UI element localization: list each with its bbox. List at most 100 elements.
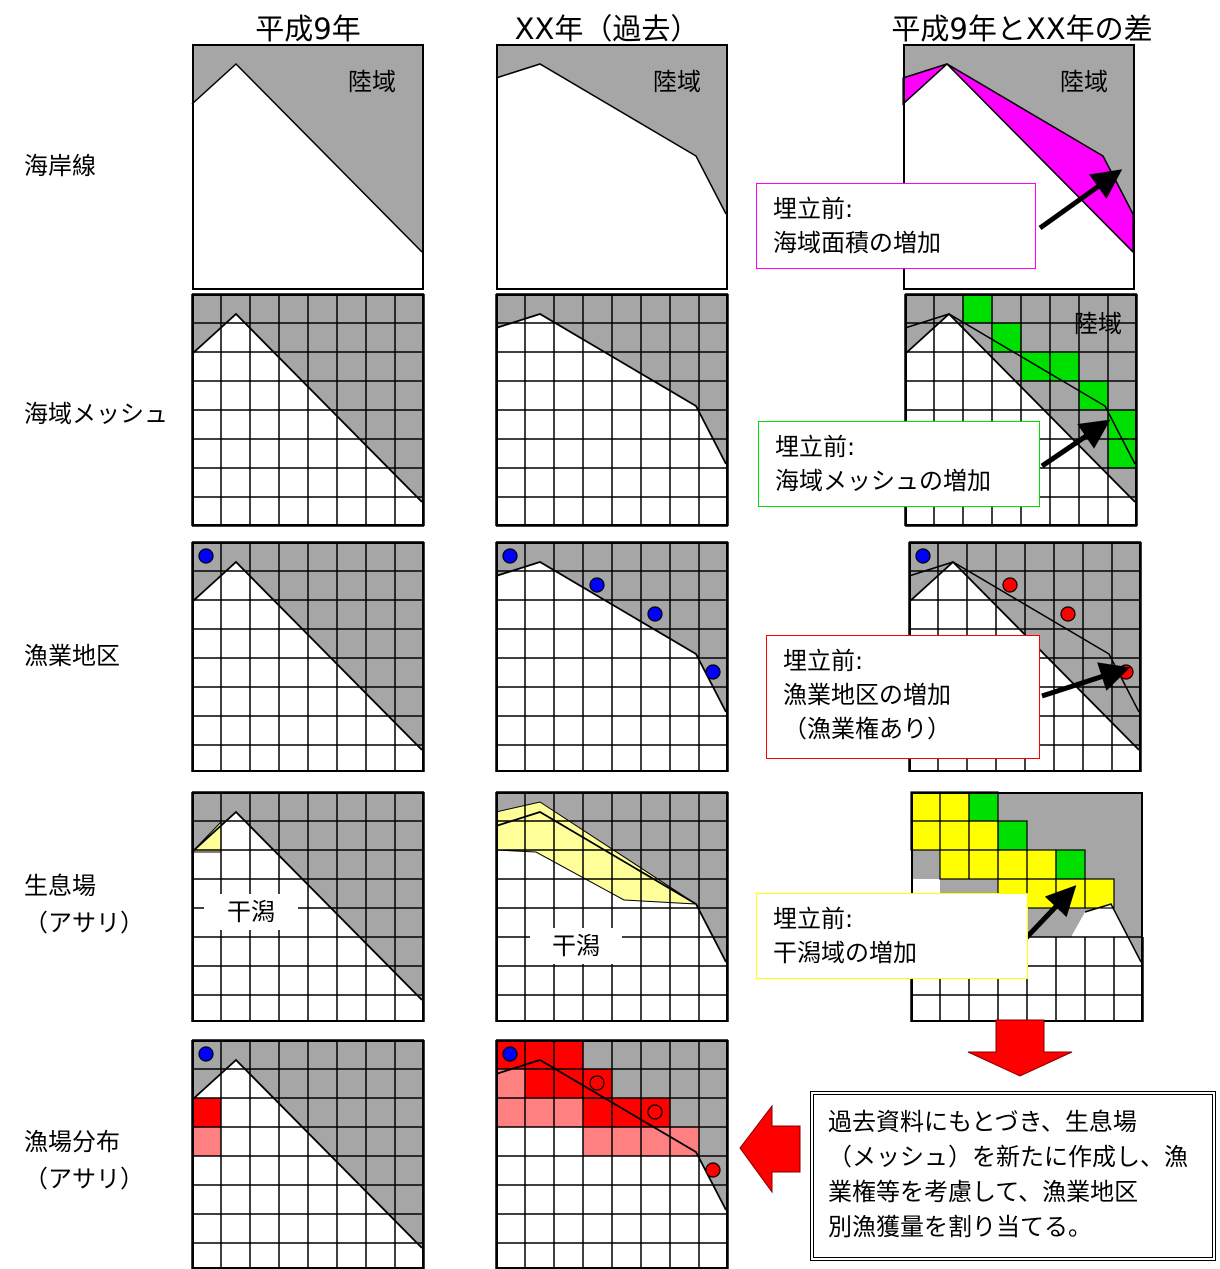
coastline	[1084, 903, 1142, 963]
panel-mesh-current	[191, 293, 425, 527]
fishing-ground-low-cell	[192, 1127, 221, 1156]
note-habitat: 埋立前:干潟域の増加	[756, 893, 1028, 979]
panel-frame	[192, 1040, 424, 1269]
fishing-area-marker	[502, 548, 518, 564]
panel-frame	[192, 792, 424, 1022]
row-label-coastline: 海岸線	[24, 152, 96, 180]
column-header-past: XX年（過去）	[514, 12, 700, 46]
panel-frame	[192, 294, 424, 526]
fishing-ground-low-cell	[496, 1069, 525, 1098]
fishing-ground-high-cell	[554, 1040, 583, 1069]
mesh-increase-cell	[969, 792, 998, 821]
panel-fishing-area-current	[191, 541, 425, 772]
fishing-area-increase-marker	[1002, 577, 1018, 593]
mesh-increase-cell	[1021, 352, 1050, 381]
coastline	[902, 62, 1134, 253]
tidal-flat-increase-cell	[911, 792, 940, 821]
land-label: 陸域	[1074, 310, 1122, 338]
land-label: 陸域	[348, 68, 396, 96]
land-area	[496, 44, 726, 214]
down-arrow	[967, 1019, 1073, 1077]
panel-fishing-ground-past	[495, 1039, 729, 1269]
coastline	[495, 63, 727, 215]
fishing-ground-low-cell	[612, 1127, 641, 1156]
panel-mesh-past	[495, 293, 729, 527]
land-area	[192, 792, 422, 1000]
coastline	[495, 811, 727, 963]
land-area	[192, 542, 422, 750]
fishing-ground-low-cell	[583, 1127, 612, 1156]
panel-frame	[496, 542, 728, 772]
coastline	[191, 810, 423, 1001]
column-header-diff: 平成9年とXX年の差	[891, 12, 1153, 46]
panel-frame	[496, 792, 728, 1022]
coastline	[495, 1059, 727, 1211]
tidal-flat-label: 干潟	[530, 928, 622, 964]
fishing-area-marker	[915, 548, 931, 564]
column-header-current: 平成9年	[255, 12, 361, 46]
tidal-flat-label: 干潟	[204, 894, 298, 930]
fishing-area-marker	[198, 1046, 214, 1062]
note-mesh: 埋立前:海域メッシュの増加	[758, 421, 1040, 507]
arrow-fishing-area	[1041, 662, 1131, 699]
coastline-past	[904, 313, 1136, 465]
fishing-area-marker	[647, 606, 663, 622]
fishing-ground-low-cell	[554, 1098, 583, 1127]
panel-frame	[496, 294, 728, 526]
land-area	[496, 1040, 726, 1210]
fishing-area-marker-open	[647, 1104, 663, 1120]
mesh-increase-cell	[998, 821, 1027, 850]
fishing-ground-high-cell	[612, 1098, 641, 1127]
land-area	[496, 542, 726, 712]
land-label: 陸域	[1060, 68, 1108, 96]
left-arrow	[739, 1104, 801, 1194]
panel-frame	[903, 44, 1135, 290]
mesh-increase-cell	[1108, 439, 1137, 468]
land-label: 陸域	[653, 68, 701, 96]
fishing-area-marker-open	[589, 1075, 605, 1091]
fishing-area-marker	[502, 1046, 518, 1062]
fishing-area-marker	[705, 664, 721, 680]
coastline	[191, 312, 423, 503]
panel-frame	[905, 294, 1137, 526]
arrow-coastline	[1038, 169, 1123, 231]
land-area	[192, 294, 422, 502]
row-label-fishing-ground: 漁場分布（アサリ）	[24, 1128, 144, 1193]
panel-habitat-past	[495, 791, 729, 1022]
panel-coastline-past	[495, 44, 728, 290]
fishing-area-marker	[198, 548, 214, 564]
tidal-flat-increase-cell	[940, 821, 969, 850]
fishing-area-increase-marker	[1060, 606, 1076, 622]
row-label-fishing-area: 漁業地区	[24, 642, 120, 670]
tidal-flat-increase-cell	[998, 850, 1027, 879]
summary-box: 過去資料にもとづき、生息場 （メッシュ）を新たに作成し、漁 業権等を考慮して、漁…	[810, 1091, 1216, 1261]
land-area	[909, 542, 1139, 750]
note-fishing-area: 埋立前:漁業地区の増加（漁業権あり）	[766, 635, 1040, 759]
arrow-mesh	[1040, 419, 1111, 469]
land-area	[905, 294, 1135, 502]
land-area	[496, 792, 726, 962]
tidal-flat-increase-cell	[940, 792, 969, 821]
tidal-flat-increase-cell	[969, 821, 998, 850]
coastline	[191, 1058, 423, 1249]
fishing-ground-low-cell	[496, 1098, 525, 1127]
mesh-increase-cell	[1108, 410, 1137, 439]
note-coastline: 埋立前:海域面積の増加	[756, 183, 1036, 269]
fishing-ground-low-cell	[525, 1098, 554, 1127]
mesh-increase-cell	[963, 294, 992, 323]
tidal-flat-increase-cell	[969, 850, 998, 879]
fishing-area-marker	[589, 577, 605, 593]
fishing-ground-low-cell	[641, 1127, 670, 1156]
tidal-flat-increase-cell	[1027, 850, 1056, 879]
row-label-habitat: 生息場（アサリ）	[24, 872, 144, 937]
panel-fishing-ground-current	[191, 1039, 425, 1269]
row-label-mesh: 海域メッシュ	[24, 400, 168, 428]
coastline	[191, 560, 423, 751]
land-area	[903, 44, 1133, 252]
panel-fishing-area-past	[495, 541, 729, 772]
mesh-increase-cell	[1056, 850, 1085, 879]
tidal-flat-increase-cell	[940, 850, 969, 879]
land-area	[192, 1040, 422, 1248]
fishing-ground-high-cell	[583, 1098, 612, 1127]
